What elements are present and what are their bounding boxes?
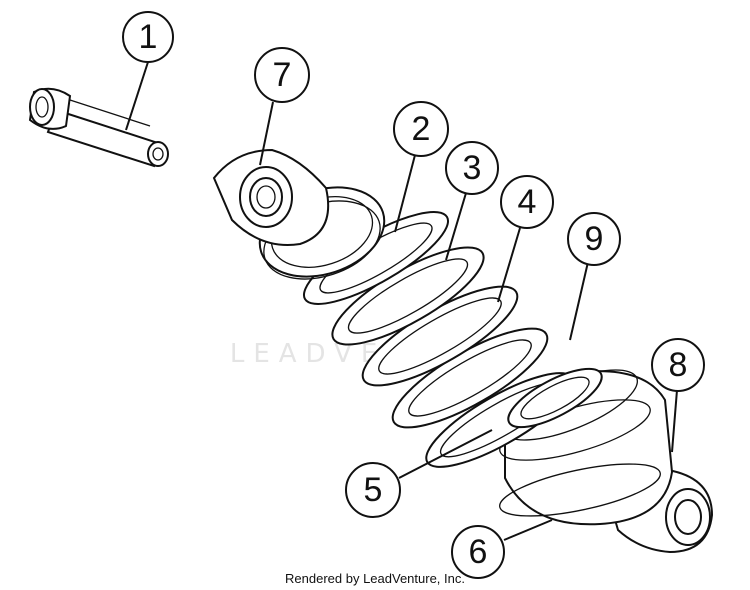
render-credit: Rendered by LeadVenture, Inc. <box>285 571 465 586</box>
callout-4-label: 4 <box>518 183 537 221</box>
callout-5: 5 <box>345 462 401 518</box>
callout-2: 2 <box>393 101 449 157</box>
callout-3-label: 3 <box>463 149 482 187</box>
callout-8: 8 <box>651 338 705 392</box>
bolt-part <box>28 87 169 168</box>
callout-8-label: 8 <box>669 346 688 384</box>
callout-6: 6 <box>451 525 505 579</box>
upper-mount-part <box>212 148 386 280</box>
callout-9: 9 <box>567 212 621 266</box>
callout-7-label: 7 <box>273 56 292 94</box>
callout-1: 1 <box>122 11 174 63</box>
coil-spring-part <box>302 211 575 468</box>
callout-2-label: 2 <box>412 110 431 148</box>
callout-5-label: 5 <box>364 471 383 509</box>
spring-retainer-part <box>507 367 603 429</box>
callout-3: 3 <box>445 141 499 195</box>
callout-1-label: 1 <box>139 18 158 56</box>
callout-6-label: 6 <box>469 533 488 571</box>
callout-9-label: 9 <box>585 220 604 258</box>
callout-4: 4 <box>500 175 554 229</box>
leader-lines <box>125 61 678 541</box>
callout-7: 7 <box>254 47 310 103</box>
